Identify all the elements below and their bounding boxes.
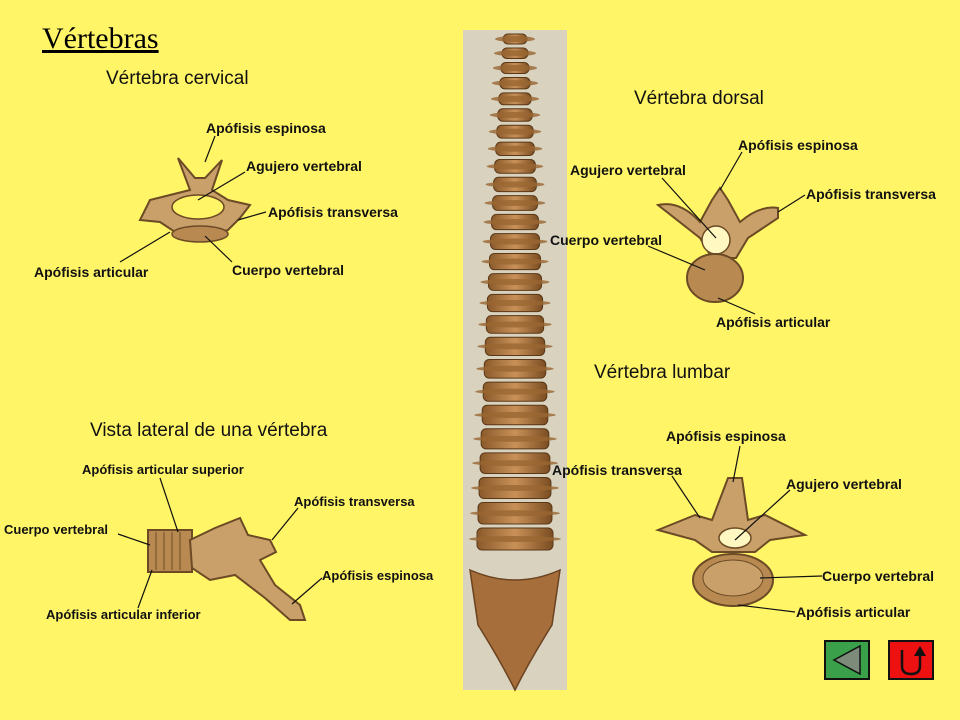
lumbar-vertebra-drawing — [654, 477, 809, 607]
lumbar-label-espinosa: Apófisis espinosa — [666, 428, 786, 444]
dorsal-leader-lines — [647, 151, 806, 315]
cervical-label-transversa: Apófisis transversa — [268, 204, 398, 220]
lateral-view-heading: Vista lateral de una vértebra — [90, 420, 328, 441]
lateral-label-transversa: Apófisis transversa — [294, 494, 415, 509]
dorsal-label-espinosa: Apófisis espinosa — [738, 137, 858, 153]
cervical-label-agujero: Agujero vertebral — [246, 158, 362, 174]
cervical-label-articular: Apófisis articular — [34, 264, 149, 280]
back-triangle-icon — [832, 644, 861, 676]
lumbar-label-transversa: Apófisis transversa — [552, 462, 682, 478]
lateral-label-cuerpo: Cuerpo vertebral — [4, 522, 109, 537]
lumbar-label-cuerpo: Cuerpo vertebral — [822, 568, 935, 584]
dorsal-label-agujero: Agujero vertebral — [570, 162, 686, 178]
cervical-label-cuerpo: Cuerpo vertebral — [232, 262, 345, 278]
lumbar-heading: Vértebra lumbar — [594, 362, 731, 383]
lumbar-leader-lines — [671, 445, 823, 613]
dorsal-label-transversa: Apófisis transversa — [806, 186, 936, 202]
lateral-label-articular-inferior: Apófisis articular inferior — [46, 607, 201, 622]
cervical-leader-lines — [119, 135, 267, 263]
page-title: Vértebras — [42, 22, 159, 55]
dorsal-vertebra-drawing — [655, 186, 779, 303]
lateral-leader-lines — [117, 477, 323, 609]
u-turn-return-icon — [900, 646, 926, 676]
cervical-label-espinosa: Apófisis espinosa — [206, 120, 326, 136]
lumbar-label-articular: Apófisis articular — [796, 604, 911, 620]
cervical-heading: Vértebra cervical — [106, 68, 249, 89]
dorsal-heading: Vértebra dorsal — [634, 88, 764, 109]
spinal-column — [463, 30, 567, 692]
lateral-label-articular-superior: Apófisis articular superior — [82, 462, 244, 477]
back-button[interactable] — [824, 640, 870, 680]
cervical-vertebra-drawing — [138, 157, 252, 243]
lumbar-label-agujero: Agujero vertebral — [786, 476, 902, 492]
return-button[interactable] — [888, 640, 934, 680]
dorsal-label-cuerpo: Cuerpo vertebral — [550, 232, 663, 248]
lateral-vertebra-drawing — [147, 516, 307, 621]
dorsal-label-articular: Apófisis articular — [716, 314, 831, 330]
lateral-label-espinosa: Apófisis espinosa — [322, 568, 434, 583]
